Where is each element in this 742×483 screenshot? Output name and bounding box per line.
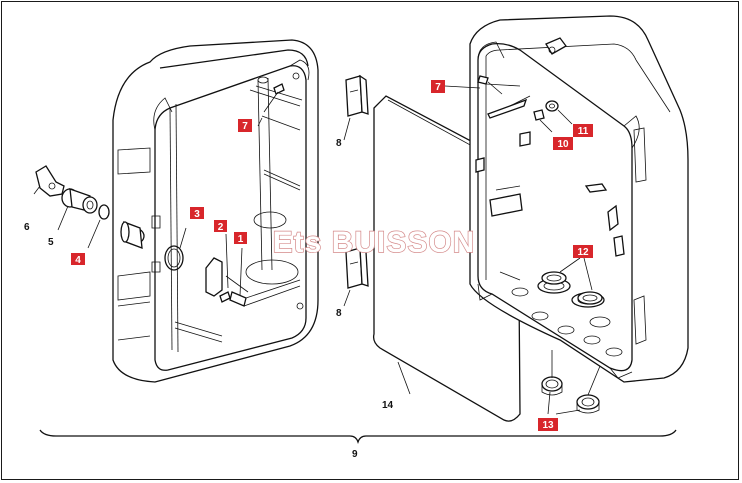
hinge-clip-bottom [343,246,369,307]
washer-part-11 [545,100,573,125]
lock-plug [120,221,143,249]
badge-part-4: 4 [71,253,85,266]
hinge-clip-top [343,74,369,141]
screw-part-7-right [477,75,521,95]
cable-gland-part-13 [541,350,601,415]
enclosure-base [112,39,319,383]
badge-part-13: 13 [538,418,558,431]
svg-text:13: 13 [542,420,554,431]
badge-part-7-left: 7 [238,119,252,132]
svg-text:1: 1 [238,234,244,245]
screw-part-7-left [257,83,285,127]
svg-text:11: 11 [578,126,589,137]
label-part-14: 14 [382,400,394,411]
badge-part-12: 12 [573,245,593,258]
watermark-text: Ets BUISSON [273,226,476,259]
svg-text:4: 4 [75,255,81,266]
badge-part-3: 3 [190,207,204,220]
screw-part-10 [533,109,553,133]
lock-cylinder-part-5 [57,188,98,231]
svg-text:2: 2 [218,222,224,233]
svg-text:3: 3 [194,209,200,220]
label-part-8-top: 8 [336,138,342,149]
leader-part-1-2 [225,233,243,297]
badge-part-10: 10 [553,137,573,150]
label-part-8-bottom: 8 [336,308,342,319]
cable-gland-part-12 [541,257,603,305]
leader-part-7-right [444,85,481,89]
svg-text:10: 10 [557,139,569,150]
badge-part-2: 2 [214,220,227,233]
o-ring-part-4 [87,204,110,249]
enclosure-cover [469,15,689,383]
badge-part-1: 1 [234,232,247,245]
label-part-9: 9 [352,449,358,460]
badge-part-7-right: 7 [431,80,445,93]
lock-key-part-6 [33,165,65,197]
badge-part-11: 11 [573,124,593,137]
svg-text:7: 7 [435,82,441,93]
svg-text:12: 12 [577,247,589,258]
assembly-brace-part-9 [39,429,677,445]
svg-text:7: 7 [242,121,248,132]
label-part-5: 5 [48,237,54,248]
gasket-ring-part-3 [164,227,187,271]
label-part-6: 6 [24,222,30,233]
